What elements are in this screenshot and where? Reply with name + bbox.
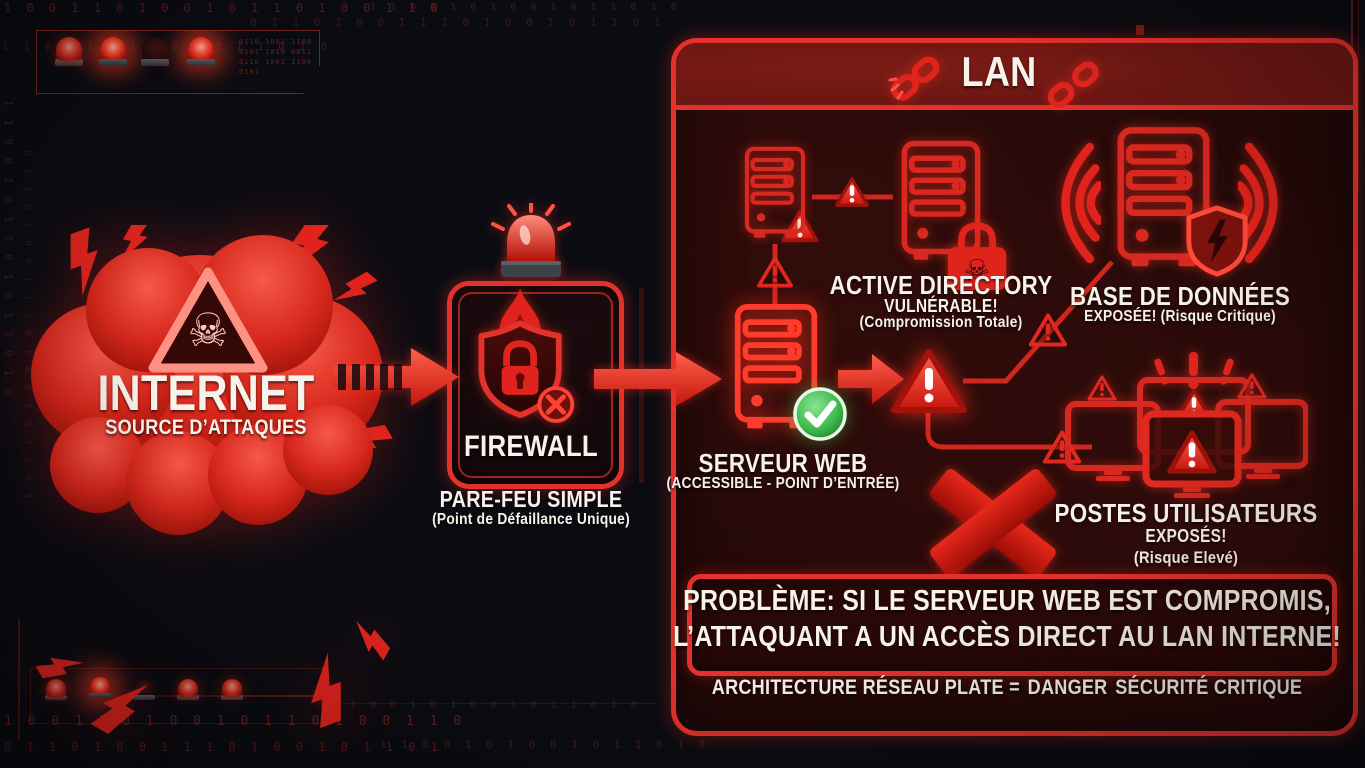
workstations-detail: (Risque Elevé) <box>1133 548 1239 567</box>
siren-icon <box>89 677 111 698</box>
skull-warning-triangle-icon: ☠ <box>148 267 268 373</box>
binary-texture: 1 1 0 0 1 0 1 0 0 1 0 1 1 0 1 0 <box>380 738 710 751</box>
svg-text:☠: ☠ <box>187 303 228 357</box>
problem-callout-box <box>687 574 1337 676</box>
lan-title: LAN <box>961 48 1037 95</box>
cloud-shape <box>31 235 383 535</box>
lan-header-band <box>676 43 1353 110</box>
server-icon <box>744 146 806 238</box>
internet-attack-cloud <box>31 225 395 740</box>
binary-texture: 1 1 0 0 1 0 1 0 0 1 0 1 1 0 1 0 <box>330 700 641 711</box>
warning-triangle-icon <box>834 177 870 207</box>
hud-readout-text: 0110 1001 1100 0101 1010 0011 0110 1001 … <box>239 38 313 76</box>
binary-texture: 1 0 0 1 1 0 1 0 0 1 0 1 1 0 1 0 0 1 1 0 <box>4 1 442 15</box>
problem-line1: SI LE SERVEUR WEB EST COMPROMIS, <box>842 585 1331 617</box>
alarm-panel: 0110 1001 1100 0101 1010 0011 0110 1001 … <box>36 30 320 94</box>
firewall-shield-flame-lock-icon <box>478 288 575 423</box>
blocked-badge-icon <box>537 386 575 423</box>
attack-arrow <box>594 352 722 406</box>
firewall-caption-title: PARE-FEU SIMPLE <box>439 486 623 512</box>
web-server-icon <box>734 303 818 429</box>
hud-mark <box>1136 25 1144 35</box>
footer-part2: SÉCURITÉ CRITIQUE <box>1115 676 1303 699</box>
signal-waves-icon <box>1061 142 1101 264</box>
web-server-subtitle: (ACCESSIBLE - POINT D’ENTRÉE) <box>666 475 900 492</box>
broken-chain-icon <box>888 56 940 101</box>
database-server-icon <box>1117 127 1210 267</box>
hud-line <box>336 703 656 704</box>
broken-chain-icon <box>1047 61 1099 108</box>
siren-icon <box>187 37 215 66</box>
web-server-title: SERVEUR WEB <box>698 448 868 478</box>
workstations-status: EXPOSÉS! <box>1145 526 1227 546</box>
database-status: EXPOSÉE! (Risque Critique) <box>1084 308 1276 325</box>
hud-line <box>18 618 20 740</box>
hud-line <box>105 695 327 697</box>
siren-icon <box>55 37 83 66</box>
problem-label: PROBLÈME: <box>683 585 836 617</box>
breach-warning-triangle-icon <box>891 349 967 413</box>
binary-texture: 0 1 1 0 1 0 0 1 1 1 0 1 0 0 1 0 1 1 0 1 <box>4 740 442 754</box>
footer-danger: DANGER <box>1027 676 1108 699</box>
active-directory-detail: (Compromission Totale) <box>859 314 1023 331</box>
attack-arrow <box>838 354 904 404</box>
active-directory-title: ACTIVE DIRECTORY <box>829 270 1053 300</box>
siren-icon <box>45 679 67 700</box>
binary-texture: 1 1 0 0 1 0 1 0 0 1 0 1 1 0 1 0 <box>2 100 15 399</box>
firewall-caption-detail: (Point de Défaillance Unique) <box>432 511 630 528</box>
database-title: BASE DE DONNÉES <box>1069 281 1291 311</box>
internet-title: INTERNET <box>97 365 315 421</box>
lock-skull-badge-icon: ☠ <box>947 222 1007 290</box>
siren-icon <box>99 37 127 66</box>
attack-arrow-striped <box>333 348 459 406</box>
binary-texture: 0 1 1 0 1 0 0 1 1 1 0 1 0 0 1 0 1 1 0 1 <box>250 16 665 29</box>
alert-exclamation-icon <box>1154 352 1234 389</box>
breached-shield-icon <box>1186 205 1248 277</box>
siren-icon <box>177 679 199 700</box>
hud-line <box>1358 0 1359 190</box>
warning-triangle-icon <box>757 256 793 288</box>
firewall-label: FIREWALL <box>464 430 598 463</box>
binary-texture: 0 1 1 0 1 0 0 1 1 1 0 1 0 0 1 0 1 1 0 1 <box>22 150 33 502</box>
problem-line2: L’ATTAQUANT A UN ACCÈS DIRECT AU LAN INT… <box>673 621 1341 653</box>
alarm-siren-icon <box>491 203 571 277</box>
active-directory-status: VULNÉRABLE! <box>884 296 998 316</box>
siren-icon <box>141 37 169 66</box>
x-mark-icon <box>930 469 1056 577</box>
binary-texture: 1 1 0 0 1 0 1 0 0 1 0 1 1 0 1 0 <box>370 2 681 13</box>
footer-part1: ARCHITECTURE RÉSEAU PLATE = <box>711 676 1020 699</box>
check-badge-icon <box>793 387 847 441</box>
workstations-cluster-icon <box>1065 352 1308 498</box>
siren-icon <box>221 679 243 700</box>
internet-subtitle: SOURCE D’ATTAQUES <box>105 416 307 439</box>
svg-text:☠: ☠ <box>964 253 990 287</box>
workstations-title: POSTES UTILISATEURS <box>1054 498 1318 528</box>
active-directory-server-icon <box>901 140 981 260</box>
